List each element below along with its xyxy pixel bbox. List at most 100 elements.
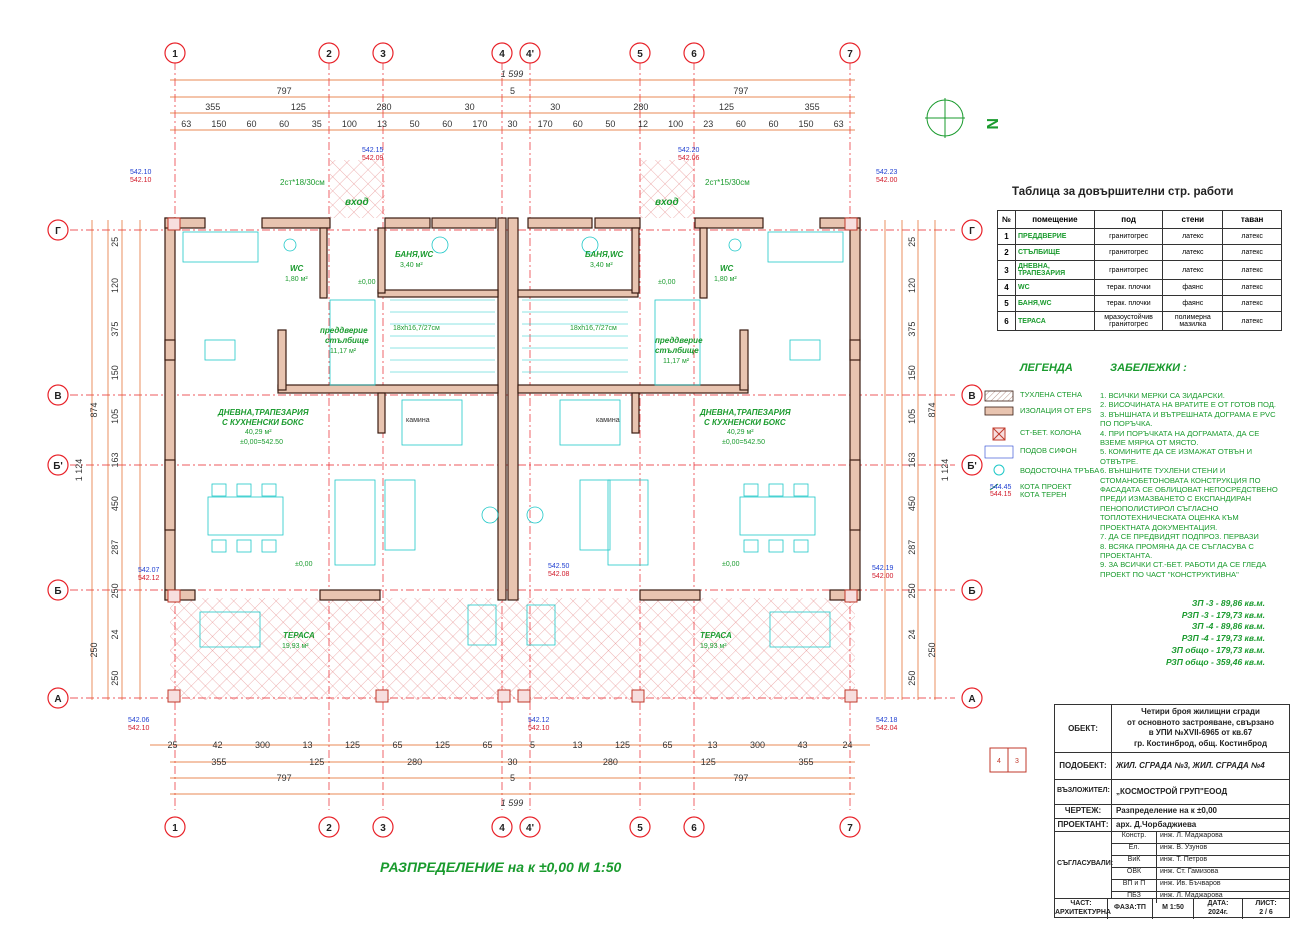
saglasuvali-engineer: инж. В. Узунов [1160,844,1208,851]
axis-label-h-right-4: А [968,694,975,705]
note-line-16: 8. ВСЯКА ПРОМЯНА ДА СЕ СЪГЛАСУВА С [1100,541,1254,551]
saglasuvali-discipline: ПБЗ [1112,892,1157,903]
elev-t3-proj: 542.20 [678,147,700,154]
elev-tr-proj: 542.23 [876,169,898,176]
saglasuvali-engineer: инж. Ст. Гамизова [1160,868,1219,875]
mashtab-value: М 1:50 [1153,899,1194,919]
axis-marker-v-bottom-6 [683,816,705,838]
axis-label-v-bottom-6: 6 [691,823,697,834]
columns [167,217,858,703]
note-line-5: ВЗЕМЕ МЯРКА ОТ МЯСТО. [1100,438,1199,448]
hall-left-label-2: стълбище [325,336,369,345]
dim-bottom-row1-12: 13 [707,740,717,750]
axis-marker-h-right-4 [961,687,983,709]
dim-left-1: 120 [110,278,120,293]
key-plan-right: 3 [1015,758,1019,765]
axis-label-v-bottom-4: 4' [526,823,534,834]
saglasuvali-discipline: Констр. [1112,832,1157,843]
dim-top-half-2: 797 [733,86,748,96]
dim-bottom-row1-6: 125 [435,740,450,750]
obekt-line-0: Четири броя жилищни сгради [1141,707,1260,716]
note-line-19: ПРОЕКТ ПО ЧАСТ "КОНСТРУКТИВНА" [1100,569,1239,579]
legend-item-0: ТУХЛЕНА СТЕНА [1020,390,1082,399]
axis-marker-h-right-0 [961,219,983,241]
north-arrow [925,98,965,138]
dim-top-row3-15: 100 [668,119,683,129]
faza-value: ФАЗА:ТП [1108,899,1153,919]
bath-left-area: 3,40 м² [400,262,423,269]
hall-left-area: 11,17 м² [330,348,357,355]
dim-bottom-row2-6: 355 [799,757,814,767]
axis-marker-h-left-2 [47,454,69,476]
dim-top-row3-3: 60 [279,119,289,129]
dim-bottom-row1-3: 13 [302,740,312,750]
note-line-6: 5. КОМИНИТЕ ДА СЕ ИЗМАЖАТ ОТВЪН И [1100,447,1253,457]
finish-table-cell: латекс [1222,295,1282,312]
axis-marker-h-left-0 [47,219,69,241]
dim-left-9: 24 [110,630,120,640]
dim-left-0: 25 [110,237,120,247]
dim-right-7: 287 [907,540,917,555]
axis-marker-h-right-2 [961,454,983,476]
dim-top-row2-5: 280 [633,102,648,112]
axis-label-v-bottom-2: 3 [380,823,386,834]
dim-top-row3-19: 150 [799,119,814,129]
finish-table-cell: БАНЯ,WC [1015,295,1095,312]
axis-label-v-top-7: 7 [847,49,853,60]
dim-top-row3-7: 50 [410,119,420,129]
data-label: ДАТА: [1207,900,1229,907]
finish-table-header-3: стени [1162,210,1224,229]
elev-t2-terr: 542.09 [362,155,384,162]
axis-marker-h-left-3 [47,579,69,601]
chast-value: АРХИТЕКТУРНА [1055,909,1111,916]
notes-title: ЗАБЕЛЕЖКИ : [1110,362,1187,374]
dim-left-4: 105 [110,409,120,424]
finish-table-cell: СТЪЛБИЩЕ [1015,244,1095,261]
axis-label-v-bottom-0: 1 [172,823,178,834]
dim-left-2: 375 [110,322,120,337]
dim-right-0: 25 [907,237,917,247]
dim-bottom-row1-7: 65 [482,740,492,750]
finish-table-cell: латекс [1162,260,1224,280]
dim-left-10: 250 [110,671,120,686]
hall-right-area: 11,17 м² [663,358,690,365]
dim-bottom-row1-9: 13 [572,740,582,750]
level-zero-bath-right: ±0,00 [658,279,676,286]
dim-top-half-1: 5 [510,86,515,96]
dim-top-row3-0: 63 [181,119,191,129]
dim-bottom-row1-4: 125 [345,740,360,750]
stair-note-left: 2ст*18/30см [280,178,325,187]
finish-table-cell: латекс [1222,279,1282,296]
obekt-line-1: от основното застрояване, свързано [1127,717,1274,727]
dim-bottom-row1-11: 65 [662,740,672,750]
axis-label-h-right-3: Б [968,586,975,597]
elev-mr-terr: 542.00 [872,573,894,580]
podobekt-value: ЖИЛ. СГРАДА №3, ЖИЛ. СГРАДА №4 [1116,761,1265,770]
finish-table-cell: гранитогрес [1093,260,1164,280]
dim-bottom-row1-1: 42 [212,740,222,750]
dim-top-row2-2: 280 [377,102,392,112]
obekt-line-3: гр. Костинброд, общ. Костинброд [1133,738,1268,748]
elev-br-proj: 542.18 [876,717,898,724]
axis-label-h-right-1: В [968,391,975,402]
chast-label: ЧАСТ: [1070,900,1092,907]
elev-t3-terr: 542.06 [678,155,700,162]
axis-label-h-left-0: Г [55,226,61,237]
legend-sample-terr: 544.15 [990,491,1012,498]
room-labels: вход вход 2ст*18/30см 2ст*15/30см WC 1,8… [217,178,791,650]
living-right-area: 40,29 м² [727,429,754,436]
axis-label-v-top-5: 5 [637,49,643,60]
saglasuvali-engineer: инж. Л. Маджарова [1160,832,1223,839]
dim-top-row2-7: 355 [805,102,820,112]
dim-left-8: 250 [110,583,120,598]
dim-bottom-half-0: 797 [277,773,292,783]
furniture [182,231,844,648]
elev-tl-terr: 542.10 [130,177,152,184]
